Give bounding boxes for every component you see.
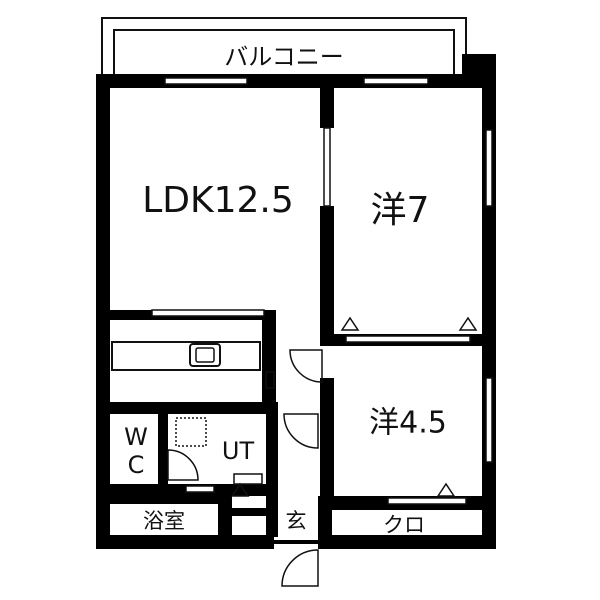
toilet-c-label: C	[128, 451, 145, 479]
sink-icon	[189, 343, 221, 367]
triangle-icon	[436, 482, 456, 497]
western-room-7-label: 洋7	[371, 190, 430, 231]
windows	[164, 77, 493, 463]
triangle-icon	[458, 316, 478, 331]
door-swing-icon	[283, 413, 319, 449]
washer-space	[175, 417, 207, 447]
door-swing-icon	[167, 449, 199, 481]
door-swing-icon	[281, 549, 319, 587]
outer-walls	[96, 54, 496, 549]
triangle-icon	[230, 482, 250, 497]
ldk-label: LDK12.5	[142, 180, 294, 221]
entrance-step	[274, 540, 318, 544]
toilet-w-label: W	[124, 423, 148, 451]
interior-windows	[151, 127, 471, 505]
kitchen-counter	[111, 341, 261, 371]
doors	[167, 349, 323, 587]
closet-markers	[230, 316, 478, 497]
entrance-label: 玄	[286, 509, 307, 533]
triangle-icon	[340, 316, 360, 331]
balcony-label: バルコニー	[224, 43, 344, 71]
western-room-4-5-label: 洋4.5	[369, 406, 447, 441]
closet-label: クロ	[383, 513, 425, 537]
door-swing-icon	[289, 349, 323, 383]
utility-label: UT	[222, 437, 255, 465]
bathroom-label: 浴室	[143, 509, 185, 533]
